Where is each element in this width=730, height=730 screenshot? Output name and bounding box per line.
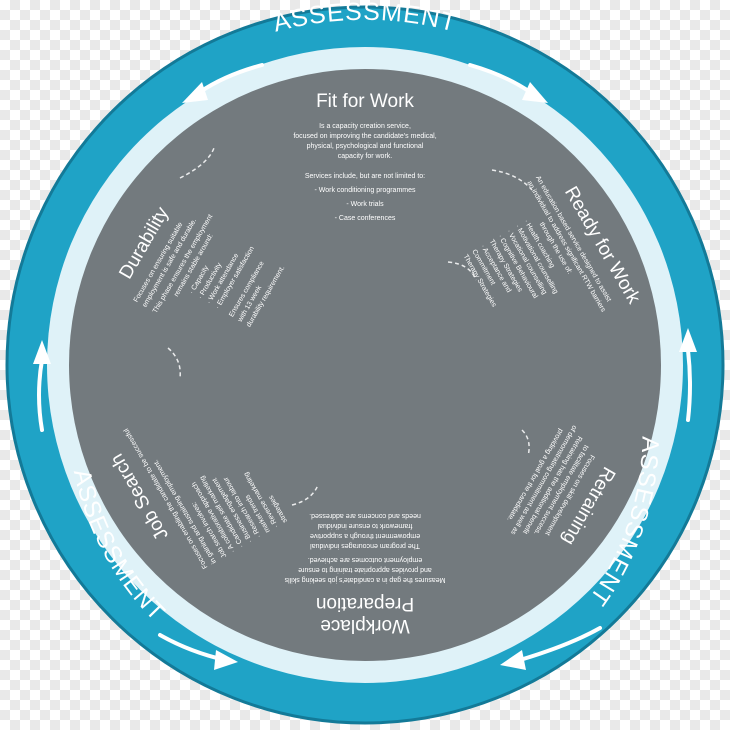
workplace-preparation-line-5: empowerment through a supportive — [310, 532, 420, 539]
arrow-right-icon — [518, 348, 692, 662]
workplace-preparation-line-6: framework to ensure individual — [317, 522, 412, 529]
workplace-preparation-line-3: employment outcomes are achieved. — [308, 556, 422, 563]
arrow-right-down-head-icon — [500, 650, 526, 670]
segment-fit-for-work: Fit for Work Is a capacity creation serv… — [293, 91, 436, 222]
fit-for-work-title: Fit for Work — [316, 91, 414, 112]
fit-for-work-services-intro: Services include, but are not limited to… — [305, 173, 425, 180]
fit-for-work-desc-2: focused on improving the candidate's med… — [293, 133, 436, 140]
segment-workplace-preparation: Workplace Preparation Measures the gap i… — [284, 512, 445, 636]
workplace-preparation-line-7: needs and concerns are addressed. — [309, 512, 421, 519]
arrow-left-up-head-icon — [33, 340, 51, 364]
fit-for-work-desc-3: physical, psychological and functional — [307, 143, 424, 150]
workplace-preparation-line-4: The program encourages individual — [310, 542, 420, 549]
arrow-left-down-head-icon — [214, 650, 238, 670]
fit-for-work-service-3: - Case conferences — [335, 215, 396, 222]
fit-for-work-desc-1: Is a capacity creation service, — [319, 123, 411, 130]
fit-for-work-service-1: - Work conditioning programmes — [314, 187, 416, 194]
workplace-preparation-line-2: and provides appropriate training to ens… — [298, 566, 432, 573]
arrow-right-up-head-icon — [679, 328, 697, 352]
fit-for-work-desc-4: capacity for work. — [338, 153, 393, 160]
segment-dividers — [167, 147, 533, 506]
workplace-preparation-title-1: Workplace — [320, 615, 409, 636]
arrow-top-icon — [198, 63, 532, 94]
workplace-preparation-line-1: Measures the gap in a candidate's job se… — [284, 576, 445, 583]
workplace-preparation-title-2: Preparation — [316, 593, 414, 614]
fit-for-work-service-2: - Work trials — [346, 201, 384, 208]
inner-disc — [69, 69, 661, 661]
arrow-top-right-head-icon — [522, 82, 548, 103]
arrow-top-left-head-icon — [182, 82, 208, 103]
outer-ring-edge — [5, 5, 725, 725]
